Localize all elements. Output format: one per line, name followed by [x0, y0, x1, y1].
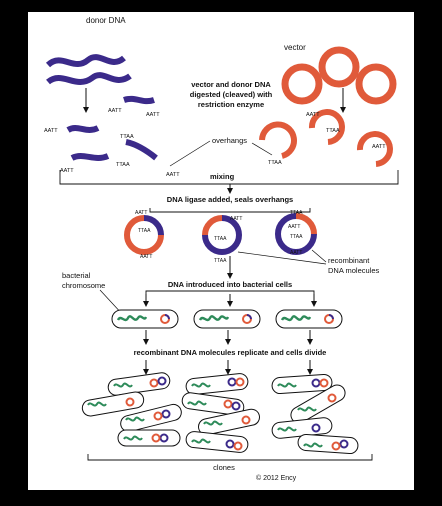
recombinant-pointer-1 — [311, 249, 327, 263]
seq-aatt-11: AATT — [288, 224, 300, 230]
cut-vector-1 — [259, 121, 297, 159]
seq-aatt-3: AATT — [146, 112, 160, 118]
vector-plasmid-2 — [318, 46, 360, 88]
introduced-bracket — [145, 290, 315, 294]
seq-aatt-10: AATT — [230, 216, 242, 222]
recombinant-plasmid-2 — [202, 215, 242, 255]
donor-fragment-2 — [123, 95, 155, 105]
seq-aatt-2: AATT — [108, 108, 122, 114]
overhangs-pointer-right — [251, 142, 273, 156]
donor-dna-strand-1 — [45, 54, 126, 68]
clone-cluster-left — [81, 372, 182, 447]
seq-aatt-8: AATT — [135, 210, 147, 216]
donor-fragment-4 — [70, 153, 110, 161]
clones-bracket — [87, 454, 373, 461]
seq-ttaa-8: TTAA — [290, 210, 303, 216]
seq-ttaa-1: TTAA — [120, 134, 134, 140]
ligase-label: DNA ligase added, seals overhangs — [167, 195, 293, 204]
donor-fragment-3 — [125, 139, 158, 161]
mixing-bracket — [59, 170, 399, 185]
seq-ttaa-4: TTAA — [326, 128, 340, 134]
cut-vector-2 — [308, 109, 345, 145]
recombinant-plasmid-1 — [124, 215, 164, 255]
mixing-label: mixing — [210, 172, 235, 181]
donor-dna-label: donor DNA — [86, 16, 126, 25]
seq-aatt-1: AATT — [44, 128, 58, 134]
seq-aatt-4: AATT — [60, 168, 74, 174]
overhangs-pointer-left — [169, 140, 211, 167]
cut-vector-3 — [356, 131, 393, 167]
recombinant-label-line-2: DNA molecules — [328, 266, 380, 275]
replicate-label: recombinant DNA molecules replicate and … — [134, 348, 327, 357]
digest-caption-line-1: vector and donor DNA — [191, 80, 271, 89]
digest-caption-line-2: digested (cleaved) with — [190, 90, 273, 99]
bacterial-cell-2 — [193, 309, 261, 329]
clone-cluster-right — [271, 373, 359, 455]
vector-plasmid-3 — [355, 63, 397, 105]
overhangs-label: overhangs — [212, 136, 247, 145]
seq-aatt-7: AATT — [166, 172, 180, 178]
seq-aatt-12: AATT — [290, 250, 302, 256]
vector-label: vector — [284, 43, 306, 52]
bacterial-cell-3 — [275, 309, 343, 329]
bacterial-chromosome-line-2: chromosome — [62, 281, 105, 290]
recombinant-label-line-1: recombinant — [328, 256, 370, 265]
vector-plasmid-1 — [281, 63, 323, 105]
seq-ttaa-2: TTAA — [116, 162, 130, 168]
seq-ttaa-5: TTAA — [138, 228, 151, 234]
bacterial-cell-1 — [111, 309, 179, 329]
seq-aatt-6: AATT — [372, 144, 386, 150]
seq-aatt-5: AATT — [306, 112, 320, 118]
recombinant-pointer-2 — [237, 251, 327, 265]
clones-label: clones — [213, 463, 235, 472]
clone-cluster-middle — [181, 373, 260, 453]
introduced-label: DNA introduced into bacterial cells — [168, 280, 292, 289]
recombinant-plasmid-3 — [275, 213, 317, 255]
seq-ttaa-3: TTAA — [268, 160, 282, 166]
seq-aatt-9: AATT — [140, 254, 152, 260]
seq-ttaa-7: TTAA — [214, 258, 227, 264]
copyright-text: © 2012 Ency — [256, 474, 297, 482]
seq-ttaa-9: TTAA — [290, 234, 303, 240]
donor-dna-strand-2 — [46, 72, 132, 85]
ligase-bracket — [149, 208, 311, 213]
digest-caption-line-3: restriction enzyme — [198, 100, 264, 109]
seq-ttaa-6: TTAA — [214, 236, 227, 242]
donor-fragment-1 — [66, 125, 100, 133]
bacterial-chromosome-line-1: bacterial — [62, 271, 91, 280]
